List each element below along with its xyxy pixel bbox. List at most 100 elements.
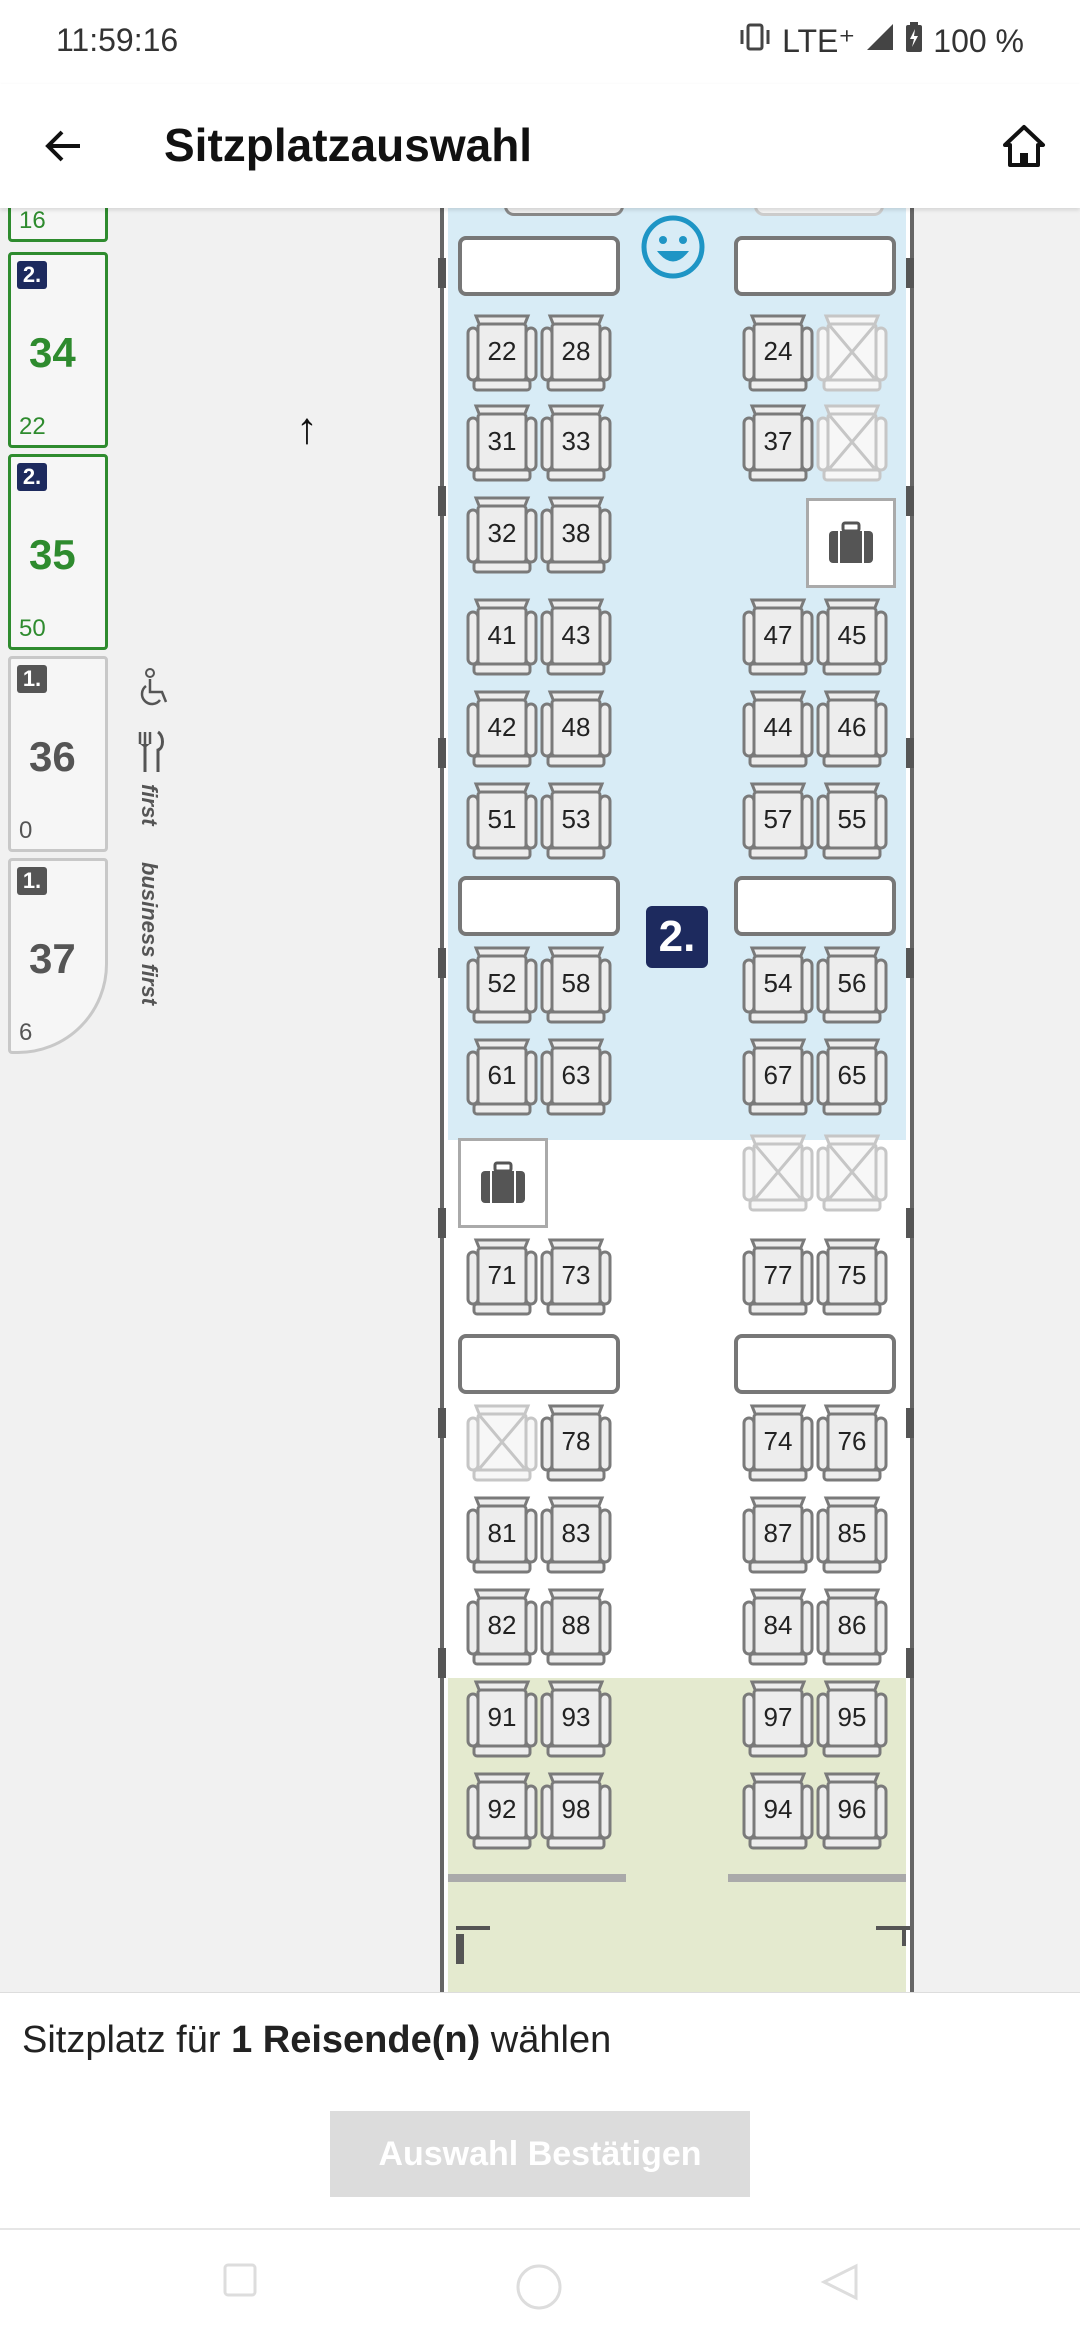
seat[interactable]: 93 — [540, 1680, 612, 1760]
table — [734, 1334, 896, 1394]
seat[interactable]: 33 — [540, 404, 612, 484]
coach-class-badge: 1. — [17, 867, 47, 895]
seat[interactable]: 86 — [816, 1588, 888, 1668]
wall-marker — [906, 486, 914, 516]
seat[interactable]: 51 — [466, 782, 538, 862]
coach-free-seats: 50 — [19, 615, 46, 642]
seat-number: 45 — [837, 620, 867, 650]
wall-marker — [906, 1208, 914, 1238]
seat[interactable]: 95 — [816, 1680, 888, 1760]
seat[interactable]: 53 — [540, 782, 612, 862]
seat[interactable]: 73 — [540, 1238, 612, 1318]
seat[interactable]: 42 — [466, 690, 538, 770]
seat[interactable]: 71 — [466, 1238, 538, 1318]
seat[interactable]: 37 — [742, 404, 814, 484]
table — [734, 236, 896, 296]
seat[interactable]: 56 — [816, 946, 888, 1026]
seat[interactable]: 88 — [540, 1588, 612, 1668]
home-button[interactable] — [990, 112, 1058, 180]
seat[interactable]: 85 — [816, 1496, 888, 1576]
wall-marker — [438, 1648, 446, 1678]
seat[interactable]: 67 — [742, 1038, 814, 1118]
zone-label-first: first — [137, 784, 162, 826]
coach-item[interactable]: 16 — [8, 208, 108, 242]
back-triangle-icon — [820, 2263, 858, 2301]
seat[interactable]: 54 — [742, 946, 814, 1026]
coach-number: 37 — [29, 935, 76, 982]
seat[interactable]: 41 — [466, 598, 538, 678]
coach-class-badge: 2. — [17, 463, 47, 491]
seat[interactable]: 65 — [816, 1038, 888, 1118]
seat[interactable]: 28 — [540, 314, 612, 394]
back-nav-button[interactable] — [820, 2262, 860, 2307]
seat[interactable]: 44 — [742, 690, 814, 770]
seat[interactable]: 81 — [466, 1496, 538, 1576]
seat[interactable]: 75 — [816, 1238, 888, 1318]
vibrate-icon — [738, 22, 772, 60]
home-nav-button[interactable] — [514, 2262, 564, 2317]
seat[interactable]: 57 — [742, 782, 814, 862]
seat[interactable]: 52 — [466, 946, 538, 1026]
seat[interactable]: 58 — [540, 946, 612, 1026]
seat[interactable]: 82 — [466, 1588, 538, 1668]
seat[interactable]: 97 — [742, 1680, 814, 1760]
coach-number: 34 — [29, 329, 76, 376]
seat[interactable]: 76 — [816, 1404, 888, 1484]
seat-number: 43 — [561, 620, 591, 650]
seat[interactable]: 43 — [540, 598, 612, 678]
seat[interactable]: 47 — [742, 598, 814, 678]
seat[interactable]: 77 — [742, 1238, 814, 1318]
coach-free-seats: 22 — [19, 413, 46, 440]
seat-number: 85 — [837, 1518, 867, 1548]
confirm-selection-button[interactable]: Auswahl Bestätigen — [330, 2111, 750, 2197]
coach-free-seats: 0 — [19, 817, 33, 844]
seat[interactable]: 31 — [466, 404, 538, 484]
seat[interactable]: 24 — [742, 314, 814, 394]
seat-number: 74 — [763, 1426, 793, 1456]
seat[interactable]: 94 — [742, 1772, 814, 1852]
app-bar: Sitzplatzauswahl — [0, 84, 1080, 208]
seat[interactable]: 48 — [540, 690, 612, 770]
seat[interactable]: 83 — [540, 1496, 612, 1576]
seat[interactable]: 98 — [540, 1772, 612, 1852]
back-button[interactable] — [30, 112, 98, 180]
seat-unavailable — [816, 1134, 888, 1214]
seat[interactable]: 84 — [742, 1588, 814, 1668]
seat-number: 24 — [763, 336, 793, 366]
seat-number: 63 — [561, 1060, 591, 1090]
table — [458, 876, 620, 936]
wall-marker — [456, 1934, 464, 1964]
seat-number: 83 — [561, 1518, 591, 1548]
seat[interactable]: 22 — [466, 314, 538, 394]
seat-number: 67 — [763, 1060, 793, 1090]
seat[interactable]: 38 — [540, 496, 612, 576]
luggage-rack — [458, 1138, 548, 1228]
seat-number: 47 — [763, 620, 793, 650]
arrow-left-icon — [45, 130, 80, 162]
seat[interactable]: 96 — [816, 1772, 888, 1852]
seat[interactable]: 32 — [466, 496, 538, 576]
recents-button[interactable] — [222, 2262, 258, 2303]
seat-number: 76 — [837, 1426, 867, 1456]
seat[interactable]: 74 — [742, 1404, 814, 1484]
seat[interactable]: 46 — [816, 690, 888, 770]
seat-unavailable — [466, 1404, 538, 1484]
seat-number: 97 — [763, 1702, 793, 1732]
seat-unavailable — [742, 1134, 814, 1214]
seat[interactable]: 55 — [816, 782, 888, 862]
seat[interactable]: 63 — [540, 1038, 612, 1118]
seat[interactable]: 92 — [466, 1772, 538, 1852]
seat[interactable]: 78 — [540, 1404, 612, 1484]
seat[interactable]: 61 — [466, 1038, 538, 1118]
system-nav-bar — [0, 2228, 1080, 2340]
seat-number: 42 — [487, 712, 517, 742]
seat[interactable]: 87 — [742, 1496, 814, 1576]
seat[interactable]: 91 — [466, 1680, 538, 1760]
seat[interactable]: 45 — [816, 598, 888, 678]
